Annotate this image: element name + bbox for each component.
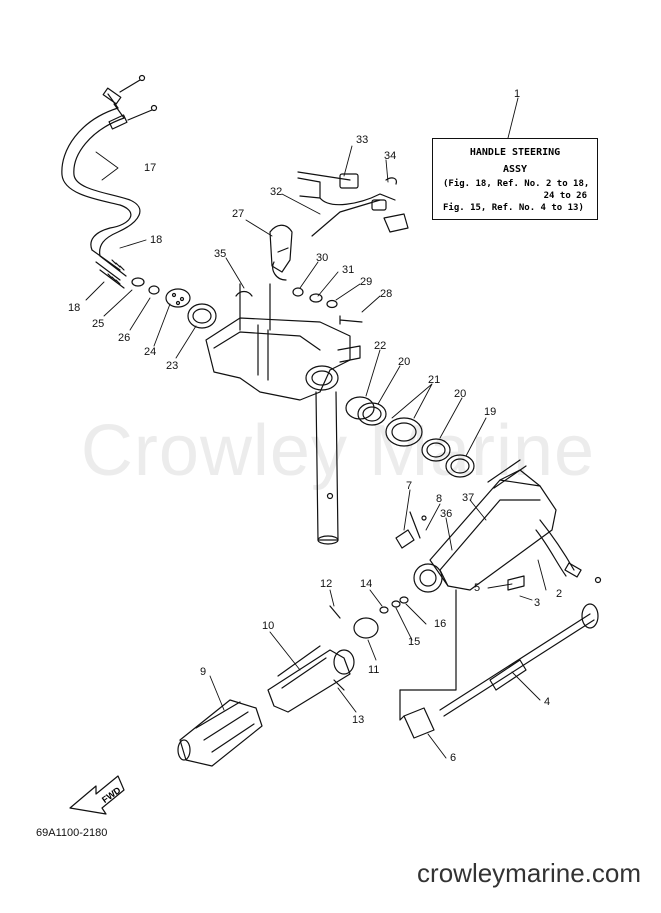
callout-20-lower: 20 (454, 388, 467, 400)
steering-bracket (205, 283, 361, 545)
legend-reference-2: 24 to 26 (543, 191, 587, 201)
legend-reference-3: Fig. 15, Ref. No. 4 to 13) (443, 203, 584, 213)
callout-14: 14 (360, 578, 373, 590)
callout-18-upper: 18 (150, 234, 163, 246)
callout-28: 28 (380, 288, 393, 300)
callout-21: 21 (428, 374, 441, 386)
callout-15: 15 (408, 636, 421, 648)
fwd-arrow-icon (69, 775, 125, 815)
callout-20-upper: 20 (398, 356, 411, 368)
callout-5: 5 (474, 582, 481, 594)
callout-10: 10 (262, 620, 275, 632)
friction-knob (395, 511, 427, 549)
callout-17: 17 (144, 162, 157, 174)
leader-lines (85, 97, 547, 759)
callout-27: 27 (232, 208, 245, 220)
fasteners-lower (379, 596, 409, 614)
callout-3: 3 (534, 597, 541, 609)
callout-24: 24 (144, 346, 157, 358)
fasteners-upper (235, 287, 363, 325)
callout-37: 37 (462, 492, 475, 504)
callout-31: 31 (342, 264, 355, 276)
diagram-code: 69A1100-2180 (36, 827, 108, 839)
site-name: crowleymarine.com (417, 858, 641, 888)
throttle-cables (61, 74, 158, 289)
callout-4: 4 (544, 696, 551, 708)
callout-2: 2 (556, 588, 563, 600)
callout-35: 35 (214, 248, 227, 260)
callout-6: 6 (450, 752, 457, 764)
callout-1: 1 (514, 88, 521, 100)
callout-23: 23 (166, 360, 179, 372)
callout-33: 33 (356, 134, 369, 146)
callout-26: 26 (118, 332, 131, 344)
assembly-legend: HANDLE STEERING ASSY (Fig. 18, Ref. No. … (432, 138, 598, 220)
callout-22: 22 (374, 340, 387, 352)
callout-30: 30 (316, 252, 329, 264)
legend-title: HANDLE STEERING (469, 147, 561, 158)
callout-25: 25 (92, 318, 105, 330)
callout-29: 29 (360, 276, 373, 288)
throttle-rod (399, 589, 599, 739)
callout-36: 36 (440, 508, 453, 520)
callout-16: 16 (434, 618, 447, 630)
callout-7: 7 (406, 480, 413, 492)
callout-34: 34 (384, 150, 397, 162)
legend-reference-1: (Fig. 18, Ref. No. 2 to 18, (443, 179, 590, 189)
callout-12: 12 (320, 578, 333, 590)
bushing-washers (131, 277, 217, 329)
callout-9: 9 (200, 666, 207, 678)
throttle-grip (177, 605, 379, 767)
callout-32: 32 (270, 186, 283, 198)
callout-13: 13 (352, 714, 365, 726)
callout-18-lower: 18 (68, 302, 81, 314)
callout-8: 8 (436, 493, 443, 505)
handle-housing (413, 459, 602, 593)
legend-subtitle: ASSY (502, 164, 528, 175)
callout-11: 11 (368, 664, 380, 676)
callout-19: 19 (484, 406, 497, 418)
throttle-arm (269, 171, 409, 281)
steering-rings (345, 396, 475, 478)
